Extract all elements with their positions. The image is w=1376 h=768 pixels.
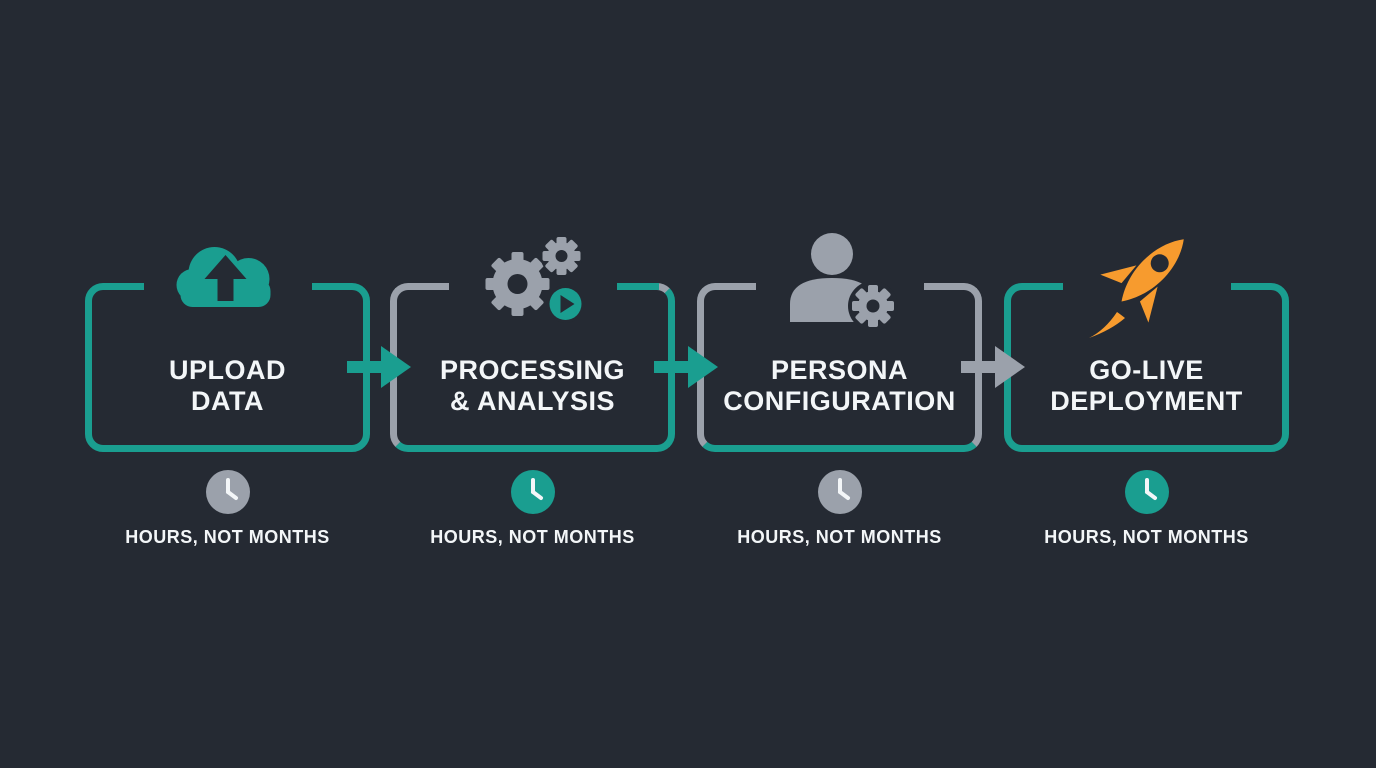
stage-title-line1: PROCESSING <box>439 354 626 385</box>
stage-caption: HOURS, NOT MONTHS <box>430 527 635 547</box>
flow-arrow-right-icon <box>347 346 411 388</box>
stage-persona-configuration: PERSONA CONFIGURATION HOURS, NOT MONTHS <box>697 233 982 548</box>
clock-icon <box>205 469 251 515</box>
rocket-icon <box>1087 226 1207 341</box>
stage-processing-analysis: PROCESSING & ANALYSIS HOURS, NOT MONTHS <box>390 235 675 548</box>
border-accent-segment <box>617 283 659 290</box>
stage-upload-data: UPLOAD DATA HOURS, NOT MONTHS <box>85 247 370 548</box>
stage-caption: HOURS, NOT MONTHS <box>1044 527 1249 547</box>
stage-caption: HOURS, NOT MONTHS <box>125 527 330 547</box>
stage-go-live-deployment: GO-LIVE DEPLOYMENT HOURS, NOT MONTHS <box>1004 239 1289 548</box>
stage-title: GO-LIVE DEPLOYMENT <box>1011 290 1282 445</box>
persona-gear-icon <box>780 230 900 331</box>
clock-icon <box>817 469 863 515</box>
flow-arrow-right-icon <box>654 346 718 388</box>
stage-box: PROCESSING & ANALYSIS <box>390 235 675 452</box>
clock-icon <box>1124 469 1170 515</box>
stage-title-line2: CONFIGURATION <box>723 385 956 416</box>
stage-box: PERSONA CONFIGURATION <box>697 233 982 452</box>
stage-caption: HOURS, NOT MONTHS <box>737 527 942 547</box>
stage-title-line2: & ANALYSIS <box>449 385 616 416</box>
stage-title-line1: GO-LIVE <box>1089 354 1204 385</box>
stage-title: PERSONA CONFIGURATION <box>704 290 975 445</box>
play-icon <box>546 285 584 323</box>
stage-title-line2: DEPLOYMENT <box>1050 385 1243 416</box>
clock-icon <box>510 469 556 515</box>
stage-title: UPLOAD DATA <box>92 290 363 445</box>
stage-title-line1: UPLOAD <box>169 354 286 385</box>
stage-title-line2: DATA <box>191 385 264 416</box>
stage-title-line1: PERSONA <box>770 354 909 385</box>
flow-arrow-right-icon <box>961 346 1025 388</box>
stage-box: GO-LIVE DEPLOYMENT <box>1004 239 1289 452</box>
cloud-upload-icon <box>170 235 285 313</box>
stage-title: PROCESSING & ANALYSIS <box>397 290 668 445</box>
gears-processing-icon <box>475 232 590 332</box>
stage-box: UPLOAD DATA <box>85 247 370 452</box>
